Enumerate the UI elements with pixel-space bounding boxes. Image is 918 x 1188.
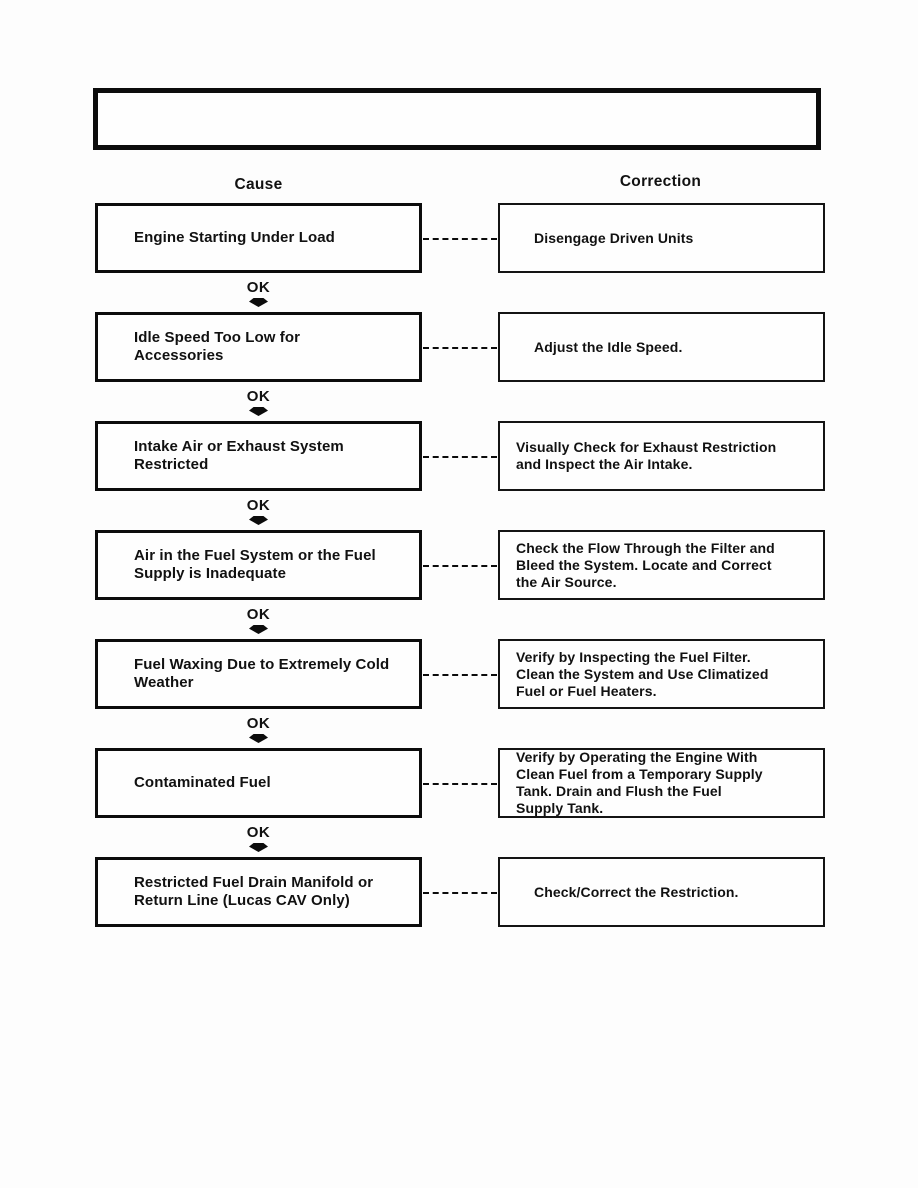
cause-box: Contaminated Fuel [95,748,422,818]
ok-label: OK [246,388,271,405]
cause-text: Engine Starting Under Load [134,229,335,246]
correction-text: Check the Flow Through the Filter and Bl… [516,539,775,590]
cause-text: Air in the Fuel System or the Fuel Suppl… [134,547,376,582]
correction-text: Adjust the Idle Speed. [534,338,683,355]
flowchart-row: Fuel Waxing Due to Extremely Cold Weathe… [95,639,825,709]
cause-box: Idle Speed Too Low for Accessories [95,312,422,382]
correction-box: Check the Flow Through the Filter and Bl… [498,530,825,600]
down-arrow-icon [249,516,268,525]
dashed-connector [422,312,498,382]
flowchart-row: Engine Starting Under Load Disengage Dri… [95,203,825,273]
ok-connector: OK [95,600,422,639]
flowchart-row: Contaminated Fuel Verify by Operating th… [95,748,825,818]
flowchart-row: Air in the Fuel System or the Fuel Suppl… [95,530,825,600]
column-header-correction: Correction [619,173,702,190]
cause-text: Restricted Fuel Drain Manifold or Return… [134,874,374,909]
cause-box: Restricted Fuel Drain Manifold or Return… [95,857,422,927]
cause-text: Fuel Waxing Due to Extremely Cold Weathe… [134,656,390,691]
column-header-cause: Cause [234,176,283,193]
dashed-connector [422,639,498,709]
ok-connector: OK [95,818,422,857]
correction-box: Adjust the Idle Speed. [498,312,825,382]
cause-box: Air in the Fuel System or the Fuel Suppl… [95,530,422,600]
correction-text: Verify by Operating the Engine With Clea… [516,749,763,816]
dashed-connector [422,748,498,818]
cause-box: Engine Starting Under Load [95,203,422,273]
dashed-connector [422,203,498,273]
down-arrow-icon [249,407,268,416]
ok-label: OK [246,715,271,732]
down-arrow-icon [249,843,268,852]
dashed-connector [422,530,498,600]
ok-label: OK [246,497,271,514]
correction-box: Visually Check for Exhaust Restriction a… [498,421,825,491]
ok-label: OK [246,279,271,296]
dashed-connector [422,421,498,491]
flowchart-row: Idle Speed Too Low for Accessories Adjus… [95,312,825,382]
correction-text: Disengage Driven Units [534,229,694,246]
cause-box: Intake Air or Exhaust System Restricted [95,421,422,491]
cause-text: Intake Air or Exhaust System Restricted [134,438,344,473]
flowchart-row: Restricted Fuel Drain Manifold or Return… [95,857,825,927]
ok-label: OK [246,824,271,841]
correction-box: Verify by Operating the Engine With Clea… [498,748,825,818]
title-box [93,88,821,150]
dashed-connector [422,857,498,927]
ok-label: OK [246,606,271,623]
ok-connector: OK [95,273,422,312]
ok-connector: OK [95,382,422,421]
cause-text: Contaminated Fuel [134,774,271,791]
flowchart-rows: Engine Starting Under Load Disengage Dri… [95,203,825,927]
flowchart-row: Intake Air or Exhaust System Restricted … [95,421,825,491]
down-arrow-icon [249,298,268,307]
correction-text: Visually Check for Exhaust Restriction a… [516,439,777,472]
down-arrow-icon [249,734,268,743]
cause-text: Idle Speed Too Low for Accessories [134,329,301,364]
cause-box: Fuel Waxing Due to Extremely Cold Weathe… [95,639,422,709]
ok-connector: OK [95,491,422,530]
correction-box: Verify by Inspecting the Fuel Filter. Cl… [498,639,825,709]
correction-text: Verify by Inspecting the Fuel Filter. Cl… [516,648,769,699]
down-arrow-icon [249,625,268,634]
ok-connector: OK [95,709,422,748]
correction-box: Check/Correct the Restriction. [498,857,825,927]
correction-box: Disengage Driven Units [498,203,825,273]
correction-text: Check/Correct the Restriction. [534,883,739,900]
